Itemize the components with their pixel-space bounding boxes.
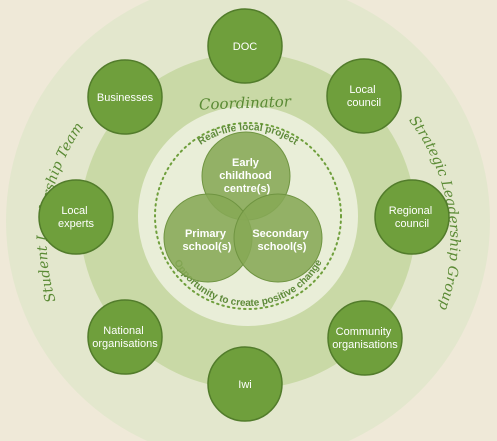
partner-local-experts: Local experts: [38, 179, 114, 255]
partner-local-council: Local council: [326, 58, 402, 134]
partner-label: Regional council: [389, 205, 435, 230]
partner-iwi: Iwi: [207, 346, 283, 422]
partner-label: Community organisations: [332, 326, 398, 351]
venn-primary-label: Primary school(s): [183, 228, 232, 253]
partner-label: Iwi: [238, 379, 251, 391]
venn-diagram: Early childhood centre(s) Primary school…: [163, 131, 323, 283]
partner-businesses: Businesses: [87, 59, 163, 135]
partner-label: DOC: [233, 41, 258, 53]
partner-label: National organisations: [92, 325, 158, 350]
venn-secondary: [233, 193, 323, 283]
venn-early-label: Early childhood centre(s): [219, 157, 275, 195]
partner-label: Local experts: [58, 205, 95, 230]
partner-label: Businesses: [97, 92, 154, 104]
project-boundary: [154, 122, 342, 310]
partner-doc: DOC: [207, 8, 283, 84]
venn-secondary-label: Secondary school(s): [252, 228, 311, 253]
partner-national-organisations: National organisations: [87, 299, 163, 375]
partner-community-organisations: Community organisations: [327, 300, 403, 376]
partner-label: Local council: [347, 84, 381, 109]
coordinator-label: Coordinator: [199, 92, 292, 113]
partner-regional-council: Regional council: [374, 179, 450, 255]
